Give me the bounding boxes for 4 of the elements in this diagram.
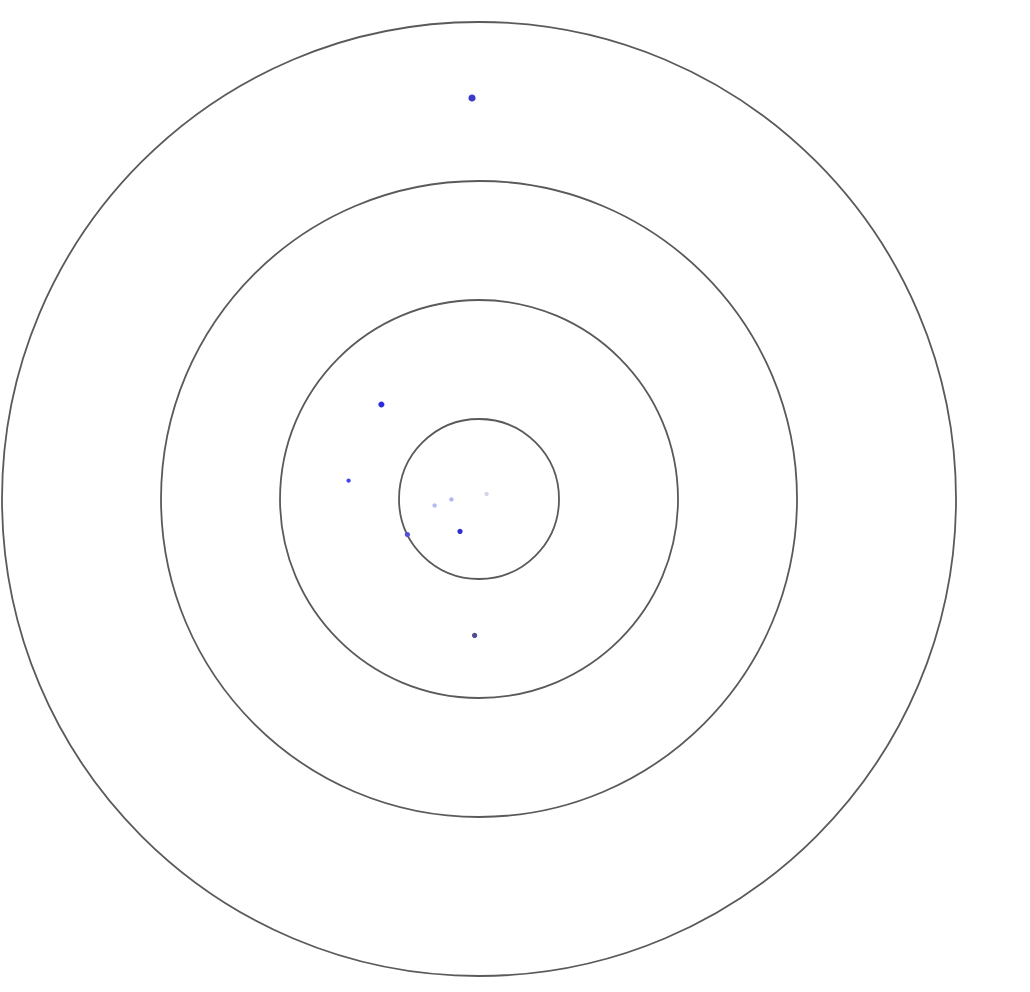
ring (160, 180, 798, 818)
ring (398, 418, 560, 580)
ring (279, 299, 679, 699)
ring (1, 21, 957, 977)
